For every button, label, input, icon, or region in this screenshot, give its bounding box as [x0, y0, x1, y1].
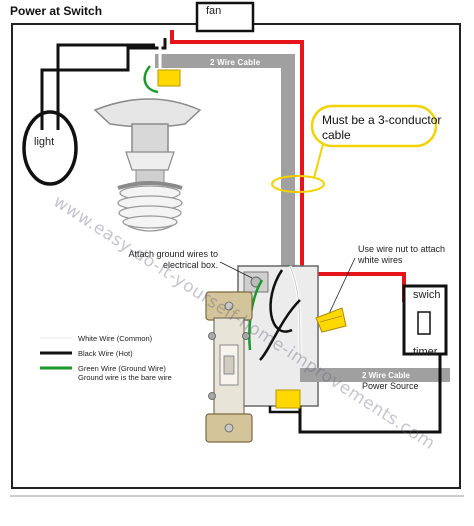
- legend-item-black: Black Wire (Hot): [78, 349, 133, 358]
- cable-vertical-sheath: [281, 54, 295, 269]
- cable-top-label: 2 Wire Cable: [210, 58, 261, 67]
- ground-note: Attach ground wires to electrical box.: [128, 249, 218, 270]
- ground-wire-fixture: [143, 65, 159, 94]
- switch-toggle: [417, 311, 431, 335]
- red-hot-wire: [170, 30, 406, 302]
- light-loop: [22, 110, 78, 186]
- light-label: light: [34, 136, 55, 148]
- ceiling-fixture: [93, 98, 202, 185]
- legend-item-white: White Wire (Common): [78, 334, 153, 343]
- wirenut-note-pointer: [327, 257, 356, 317]
- callout-bubble: [310, 104, 438, 148]
- yellow-connector-bottom: [275, 389, 301, 409]
- legend-item-bare: Ground wire is the bare wire: [78, 373, 172, 382]
- diagram-title: Power at Switch: [10, 4, 103, 18]
- switch-label: swich: [413, 289, 441, 301]
- black-wire-light: [40, 38, 167, 130]
- black-wire-light-b: [56, 43, 155, 130]
- cfl-bulb: [117, 181, 183, 232]
- wire-nut-note: Use wire nut to attach white wires: [358, 244, 446, 265]
- fan-label: fan: [206, 5, 222, 17]
- legend-item-green: Green Wire (Ground Wire): [78, 364, 166, 373]
- yellow-connector-top: [157, 69, 181, 87]
- wall-switch: [205, 291, 253, 443]
- cable-bottom-label: 2 Wire Cable: [362, 371, 410, 380]
- black-wire-source: [298, 345, 442, 434]
- white-wire-fixture: [62, 78, 122, 92]
- ground-note-pointer: [219, 261, 253, 279]
- cable-top-sheath: [155, 54, 295, 68]
- cable-bottom-sheath: [300, 368, 450, 382]
- power-source-label: Power Source: [362, 381, 419, 391]
- timer-label: timer: [413, 346, 438, 358]
- wire-nut: [315, 307, 347, 333]
- fan-box: [195, 1, 255, 33]
- callout-text: Must be a 3-conductor cable: [322, 113, 442, 142]
- black-wire-box: [269, 269, 293, 333]
- callout-highlight: [271, 175, 325, 193]
- callout-pointer: [313, 143, 324, 179]
